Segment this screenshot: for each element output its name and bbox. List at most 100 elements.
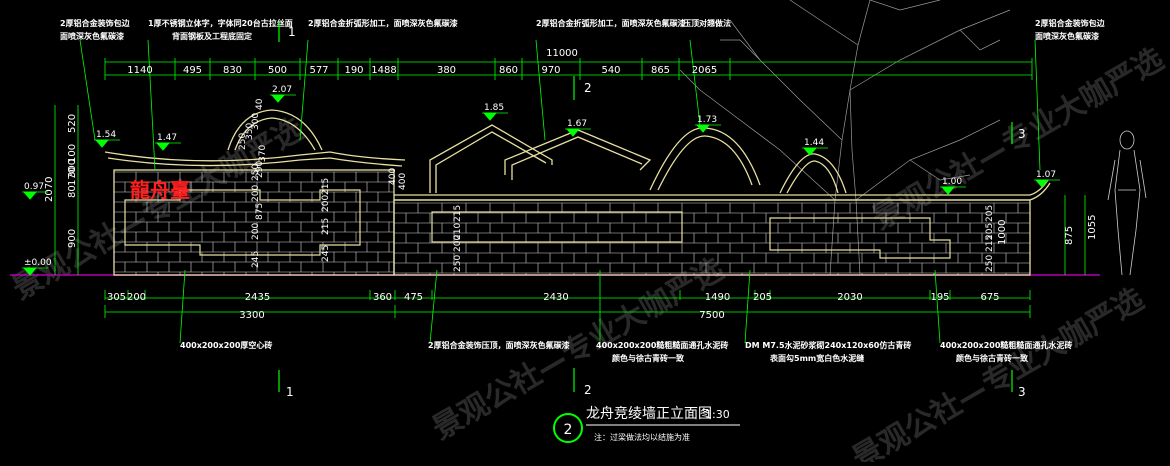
left-dimension-label: 100 [67,144,78,163]
wall-dimension-label: 215 [321,178,331,195]
top-dimension-label: 1488 [371,65,396,76]
roof-dimension-label: 400 [398,173,408,190]
annotation-line: DM M7.5水泥砂浆砌240x120x60仿古青砖 [745,340,911,350]
roof-dimension-label: 290 [255,161,265,178]
bottom-dimension-label: 200 [127,292,146,303]
leader-line [147,39,156,171]
section-marker-label: 2 [584,81,592,95]
right-dimension-label: 1000 [997,220,1008,245]
wall-dimension-label: 245 [321,245,331,262]
top-dimension-label: 190 [344,65,363,76]
wall-dimension-label: 875 [255,203,265,220]
leader-line [179,269,186,344]
top-dimension-label: 500 [268,65,287,76]
annotation-text: 400x200x200糙粗糙面通孔水泥砖颜色与徐古青砖一致 [940,340,1072,363]
annotation-line: 面喷深灰色氟碳漆 [60,31,124,41]
top-dimension-label: 495 [183,65,202,76]
annotation-line: 2厚铝合金装饰包边 [1035,18,1106,28]
wall-dimension-label: 200 [251,223,261,240]
annotation-text: 400x200x200糙粗糙面通孔水泥砖颜色与徐古青砖一致 [596,340,728,363]
left-dimension-label: 2070 [44,177,55,202]
leader-line [79,39,96,141]
annotation-line: 面喷深灰色氟碳漆 [1035,31,1099,41]
level-label: 1.67 [567,119,587,129]
annotation-text: 2厚铝合金折弧形加工，面喷深灰色氟碳漆 [308,18,458,28]
left-total-dimension: 3300 [239,310,264,321]
bottom-dimension-label: 205 [753,292,772,303]
wall-dimension-label: 250 [251,164,261,181]
annotation-line: 颜色与徐古青砖一致 [612,353,685,363]
roof-dimension-label: 250 [238,133,248,150]
annotation-line: 颜色与徐古青砖一致 [956,353,1029,363]
roof-dimension-label: 40 [255,98,265,110]
annotation-text: 400x200x200厚空心砖 [180,340,272,350]
wall-dimension-label: 215 [453,205,463,222]
leader-line [299,39,309,141]
level-label: 1.54 [96,130,116,140]
drawing-scale: 1:30 [705,408,730,421]
level-label: 1.44 [804,138,824,148]
wall-dimension-label: 400 [388,168,398,185]
section-marker-label: 3 [1018,385,1026,399]
level-label: 1.73 [697,115,717,125]
wall-dimension-label: 215 [985,235,995,252]
dimension-lines [54,39,1086,344]
overall-dimension: 11000 [546,48,578,59]
level-label: 1.07 [1036,170,1056,180]
leader-line [535,39,546,141]
wall-dimension-label: 200 [321,195,331,212]
roof-dimension-label: 300 [251,113,261,130]
section-markers [278,22,1013,392]
top-dimension-label: 970 [541,65,560,76]
bottom-dimension-label: 2430 [543,292,568,303]
annotation-text: 2厚铝合金装饰包边面喷深灰色氟碳漆 [1035,18,1106,41]
annotation-line: 表面勾5mm宽白色水泥缝 [769,353,864,363]
section-marker-label: 3 [1018,127,1026,141]
annotation-line: 1厚不锈钢立体字，字体同20台古拉丝面 [148,18,293,28]
leader-line [689,39,701,126]
wall-dimension-label: 215 [321,218,331,235]
top-dimension-label: 865 [651,65,670,76]
top-dimension-label: 380 [437,65,456,76]
level-label: 1.85 [484,103,504,113]
wall-dimension-label: 245 [251,251,261,268]
left-dimension-label: 170 [67,167,78,186]
wall-sign-text: 龍舟臺 [130,178,190,202]
annotation-line: 400x200x200糙粗糙面通孔水泥砖 [940,340,1072,350]
annotation-text: 2厚铝合金折弧形加工，面喷深灰色氟碳漆 [536,18,686,28]
recessed-panels [124,189,951,259]
bottom-dimension-label: 475 [404,292,423,303]
level-label: 0.97 [24,182,44,192]
wall-dimension-label: 250 [453,255,463,272]
annotation-line: 400x200x200糙粗糙面通孔水泥砖 [596,340,728,350]
top-dimension-label: 860 [499,65,518,76]
bottom-dimension-label: 2030 [837,292,862,303]
bottom-dimension-label: 1490 [705,292,730,303]
brick-pattern [113,171,1030,275]
leader-line [934,269,941,344]
annotation-text: 2厚铝合金装饰包边面喷深灰色氟碳漆 [60,18,131,41]
left-dimension-label: 80 [67,185,78,198]
annotation-line: 2厚铝合金装饰包边 [60,18,131,28]
right-dimension-label: 1055 [1087,215,1098,240]
level-marker-icon [22,191,38,200]
leader-line [1034,39,1041,171]
top-annotations: 2厚铝合金装饰包边面喷深灰色氟碳漆 1厚不锈钢立体字，字体同20台古拉丝面背面钢… [60,18,1106,41]
wall-dimension-label: 205 [985,223,995,240]
wall-dimension-label: 200 [251,185,261,202]
bottom-dimension-label: 675 [980,292,999,303]
annotation-text: 压顶对翘做法 [683,18,731,28]
annotation-line: 背面钢板及工程底固定 [172,31,252,41]
wall-dimension-label: 200 [453,235,463,252]
level-marker-icon [155,142,171,151]
bottom-dimension-label: 195 [930,292,949,303]
roof-dimension-label: 370 [258,145,268,162]
left-dimension-label: 900 [67,229,78,248]
level-marker-icon [94,139,110,148]
bottom-dimension-label: 305 [107,292,126,303]
section-marker-label: 1 [286,385,294,399]
drawing-title-block: 2 龙舟竞绫墙正立面图 1:30 注：过梁做法均以结施为准 [553,405,740,443]
leader-line [744,269,751,344]
